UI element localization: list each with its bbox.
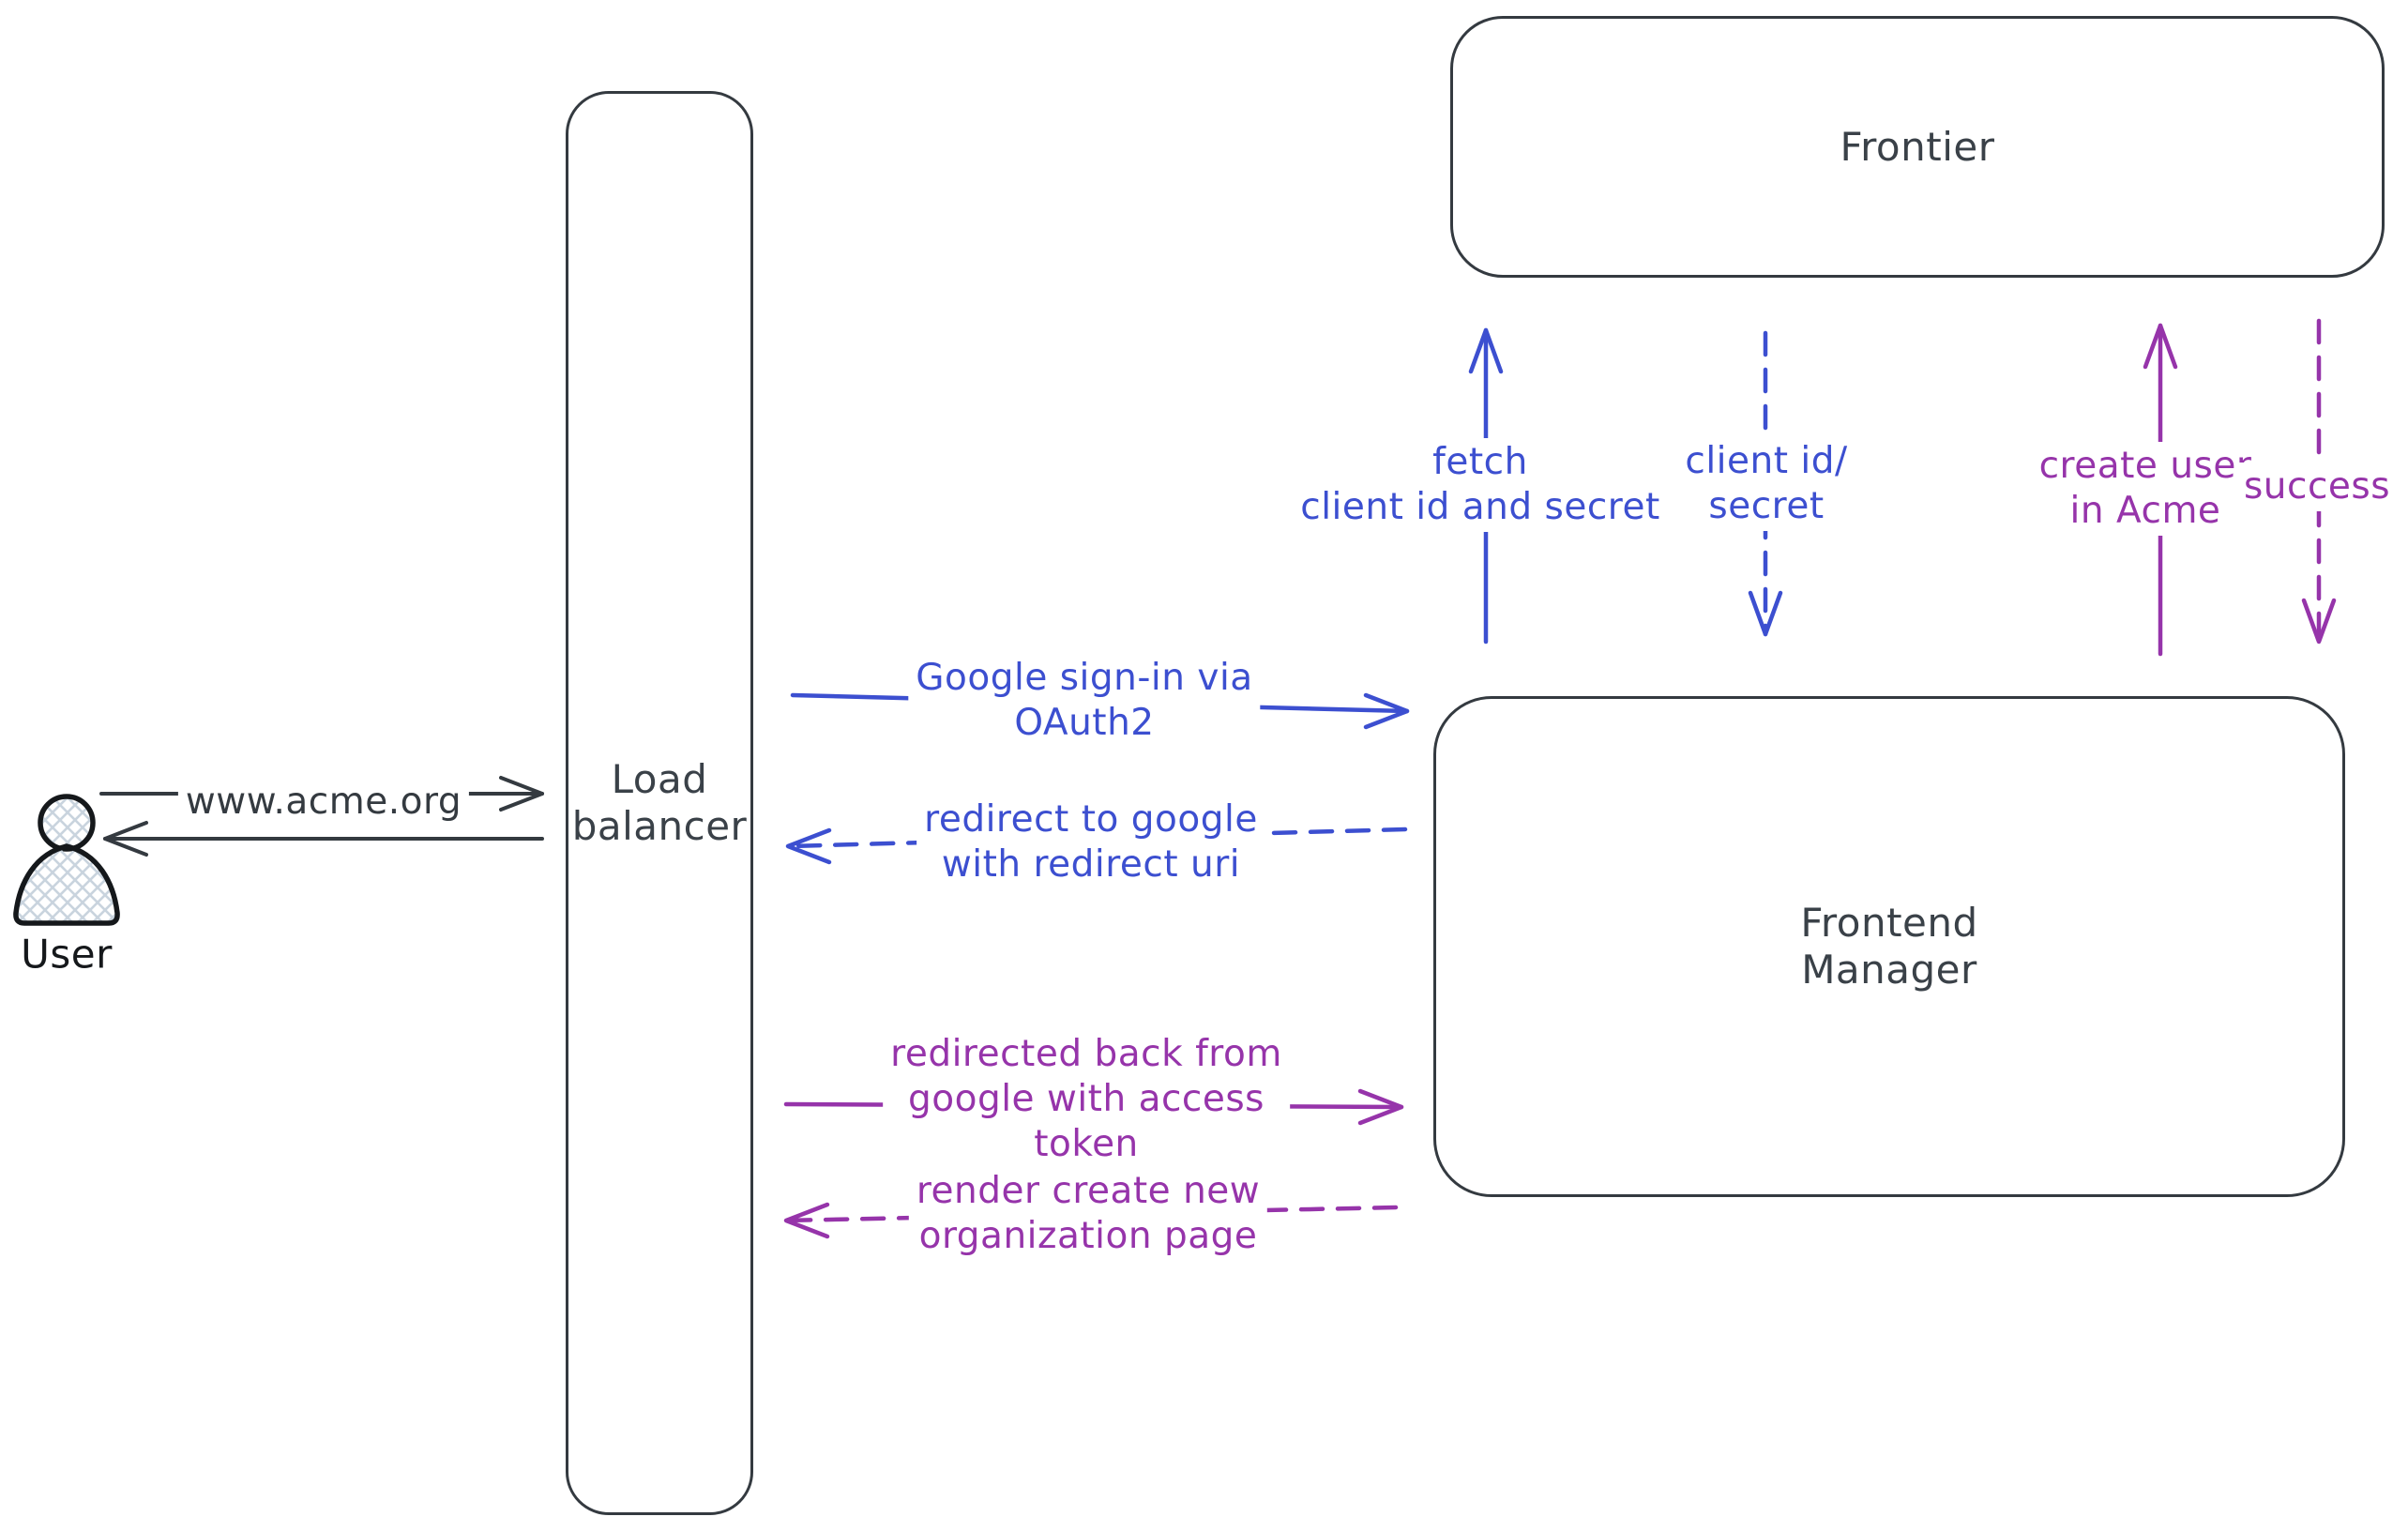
load-balancer-label-line2: balancer: [571, 803, 748, 849]
frontend-manager-node: Frontend Manager: [1433, 696, 2345, 1197]
label-redirect-google-line2: with redirect uri: [941, 843, 1241, 886]
frontend-manager-label-line1: Frontend: [1800, 900, 1978, 946]
frontier-node: Frontier: [1450, 16, 2385, 278]
user-body: [13, 843, 120, 926]
label-acme-request: www.acme.org: [177, 778, 470, 827]
label-render-org-line2: organization page: [918, 1215, 1258, 1257]
arrow-acme-response: [103, 821, 544, 857]
label-redirect-google-line1: redirect to google: [924, 798, 1258, 841]
label-success: success: [2235, 463, 2399, 511]
frontend-manager-label-line2: Manager: [1801, 947, 1977, 993]
label-render-org-line1: render create new: [916, 1170, 1261, 1212]
label-client-id-secret-line2: secret: [1708, 485, 1825, 527]
load-balancer-label: Load balancer: [572, 756, 748, 850]
load-balancer-node: Load balancer: [566, 91, 753, 1515]
label-redirected-back-line3: token: [1034, 1123, 1139, 1165]
label-redirect-google: redirect to google with redirect uri: [916, 796, 1265, 889]
user-label: User: [21, 931, 113, 978]
label-fetch-secret-line1: fetch: [1432, 441, 1528, 483]
load-balancer-label-line1: Load: [611, 756, 708, 802]
label-create-user: create user in Acme: [2031, 442, 2260, 536]
label-redirected-back-line2: google with access: [907, 1078, 1265, 1120]
label-redirected-back-line1: redirected back from: [890, 1033, 1282, 1075]
frontend-manager-label: Frontend Manager: [1800, 900, 1977, 994]
label-create-user-line1: create user: [2038, 445, 2252, 487]
label-create-user-line2: in Acme: [2069, 490, 2221, 532]
label-redirected-back: redirected back from google with access …: [883, 1030, 1290, 1169]
label-client-id-secret: client id/ secret: [1677, 437, 1855, 531]
frontier-label: Frontier: [1840, 123, 1995, 170]
label-google-signin-line2: OAuth2: [1014, 702, 1155, 744]
label-render-org: render create new organization page: [908, 1167, 1268, 1261]
user-figure-icon: [13, 794, 120, 926]
label-google-signin-line1: Google sign-in via: [916, 657, 1253, 699]
label-client-id-secret-line1: client id/: [1685, 440, 1848, 482]
label-google-signin: Google sign-in via OAuth2: [908, 654, 1261, 748]
label-fetch-secret: fetch client id and secret: [1293, 438, 1668, 532]
label-fetch-secret-line2: client id and secret: [1300, 486, 1660, 528]
